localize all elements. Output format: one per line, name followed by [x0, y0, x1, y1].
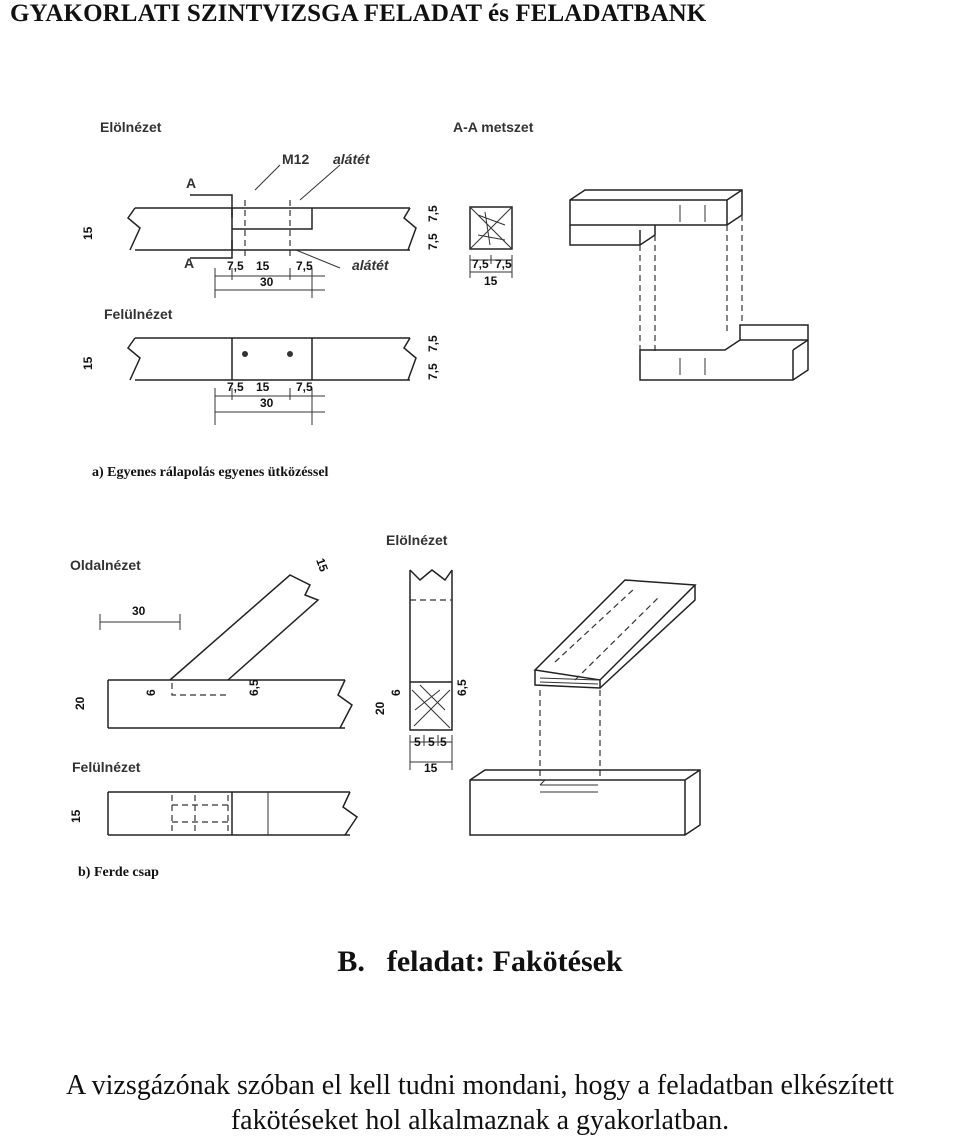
dim-a-side-2: 7,5: [426, 205, 440, 222]
label-top-view-b: Felülnézet: [72, 759, 141, 775]
dim-b-front-5a: 5: [414, 735, 421, 749]
beam-top-view-b: [107, 791, 359, 836]
isometric-view-a: [569, 189, 809, 381]
dim-a-height: 15: [81, 226, 95, 240]
beam-top-view-a: [126, 337, 417, 381]
section-title-text: feladat: Fakötések: [386, 945, 623, 978]
section-letter: B.: [337, 945, 365, 978]
dim-a-top-15: 15: [256, 380, 270, 394]
label-washer-top: alátét: [333, 151, 371, 167]
dim-sec-15: 15: [484, 274, 498, 288]
dim-b-front-20: 20: [373, 701, 387, 715]
dim-b-15: 15: [313, 556, 331, 574]
technical-drawing: Elölnézet A-A metszet M12 alátét alátét …: [69, 119, 809, 880]
dim-sec-7-5-a: 7,5: [472, 257, 489, 271]
dim-b-6-5: 6,5: [247, 679, 261, 696]
isometric-view-b: [469, 579, 701, 836]
dim-b-front-5c: 5: [440, 735, 447, 749]
dim-a-top-side-1: 7,5: [426, 363, 440, 380]
beam-front-view-b: [409, 569, 453, 770]
dim-b-top-15: 15: [69, 809, 83, 823]
dim-a-7-5-left: 7,5: [227, 259, 244, 273]
label-front-view-b: Elölnézet: [386, 532, 448, 548]
body-paragraph: A vizsgázónak szóban el kell tudni monda…: [0, 1068, 960, 1138]
body-line-2: fakötéseket hol alkalmaznak a gyakorlatb…: [230, 1105, 730, 1136]
section-view-a: [469, 206, 513, 278]
dim-b-front-5b: 5: [428, 735, 435, 749]
dim-a-side-1: 7,5: [426, 233, 440, 250]
dim-b-front-6-5: 6,5: [455, 679, 469, 696]
label-side-view-b: Oldalnézet: [70, 557, 141, 573]
beam-front-view-a: [126, 164, 417, 269]
caption-b: b) Ferde csap: [78, 865, 159, 880]
dim-b-front-15: 15: [424, 761, 438, 775]
dim-b-6: 6: [144, 689, 158, 696]
dim-a-top-7-5-left: 7,5: [227, 380, 244, 394]
document-header: GYAKORLATI SZINTVIZSGA FELADAT és FELADA…: [10, 0, 707, 27]
caption-a: a) Egyenes rálapolás egyenes ütközéssel: [92, 465, 329, 480]
dim-a-top-side-2: 7,5: [426, 335, 440, 352]
dim-b-30: 30: [132, 604, 146, 618]
section-mark-top: A: [186, 175, 196, 191]
label-bolt: M12: [282, 151, 309, 167]
dim-b-20: 20: [73, 696, 87, 710]
dim-a-15: 15: [256, 259, 270, 273]
section-mark-bottom: A: [184, 255, 194, 271]
dim-sec-7-5-b: 7,5: [495, 257, 512, 271]
dim-a-top-30: 30: [260, 396, 274, 410]
dim-a-top-height: 15: [81, 356, 95, 370]
body-line-1: A vizsgázónak szóban el kell tudni monda…: [65, 1070, 895, 1101]
dim-a-7-5-right: 7,5: [296, 259, 313, 273]
label-washer-bottom: alátét: [352, 257, 390, 273]
label-section-a: A-A metszet: [453, 119, 534, 135]
beam-side-view-b: [107, 574, 353, 729]
dim-b-front-6: 6: [389, 689, 403, 696]
dim-a-30: 30: [260, 275, 274, 289]
label-front-view-a: Elölnézet: [100, 119, 162, 135]
label-top-view-a: Felülnézet: [104, 306, 173, 322]
section-title: B. feladat: Fakötések: [0, 945, 960, 979]
dim-a-top-7-5-right: 7,5: [296, 380, 313, 394]
